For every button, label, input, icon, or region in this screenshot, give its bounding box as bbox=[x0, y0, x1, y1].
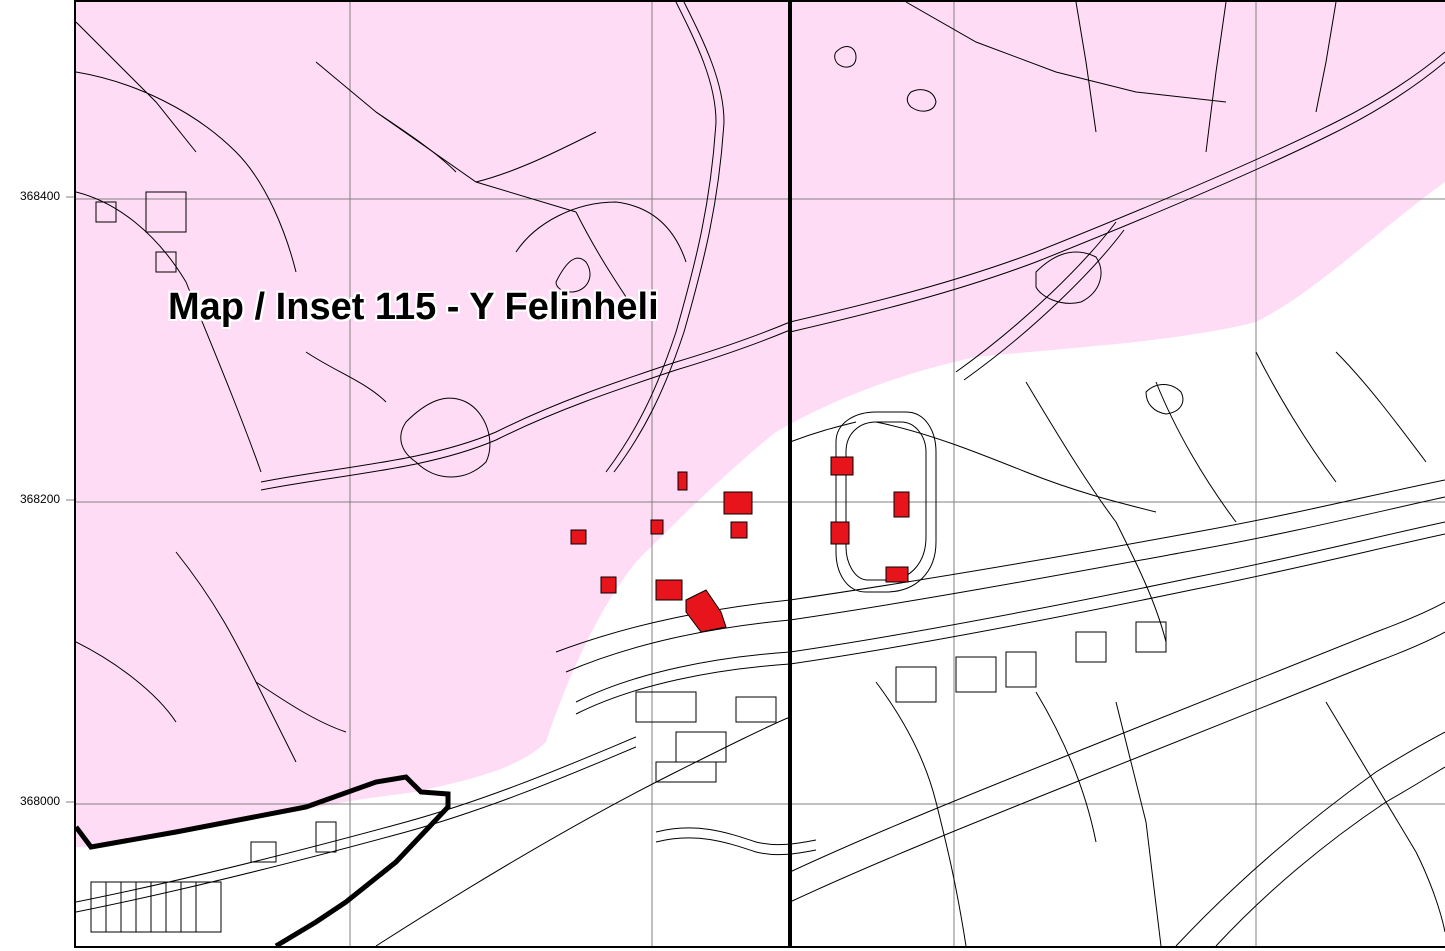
grid-lines bbox=[76, 2, 1445, 946]
designated-area bbox=[76, 2, 1445, 847]
northing-label-368000: 368000 bbox=[20, 794, 61, 808]
map-frame[interactable] bbox=[74, 0, 1445, 948]
northing-label-368400: 368400 bbox=[20, 189, 61, 203]
thick-boundary-line bbox=[76, 774, 451, 946]
map-canvas[interactable] bbox=[76, 2, 1445, 946]
buildings-highlighted bbox=[570, 456, 910, 633]
linework bbox=[76, 2, 1445, 946]
northing-label-368200: 368200 bbox=[20, 492, 61, 506]
map-title: Map / Inset 115 - Y Felinheli bbox=[168, 286, 659, 328]
